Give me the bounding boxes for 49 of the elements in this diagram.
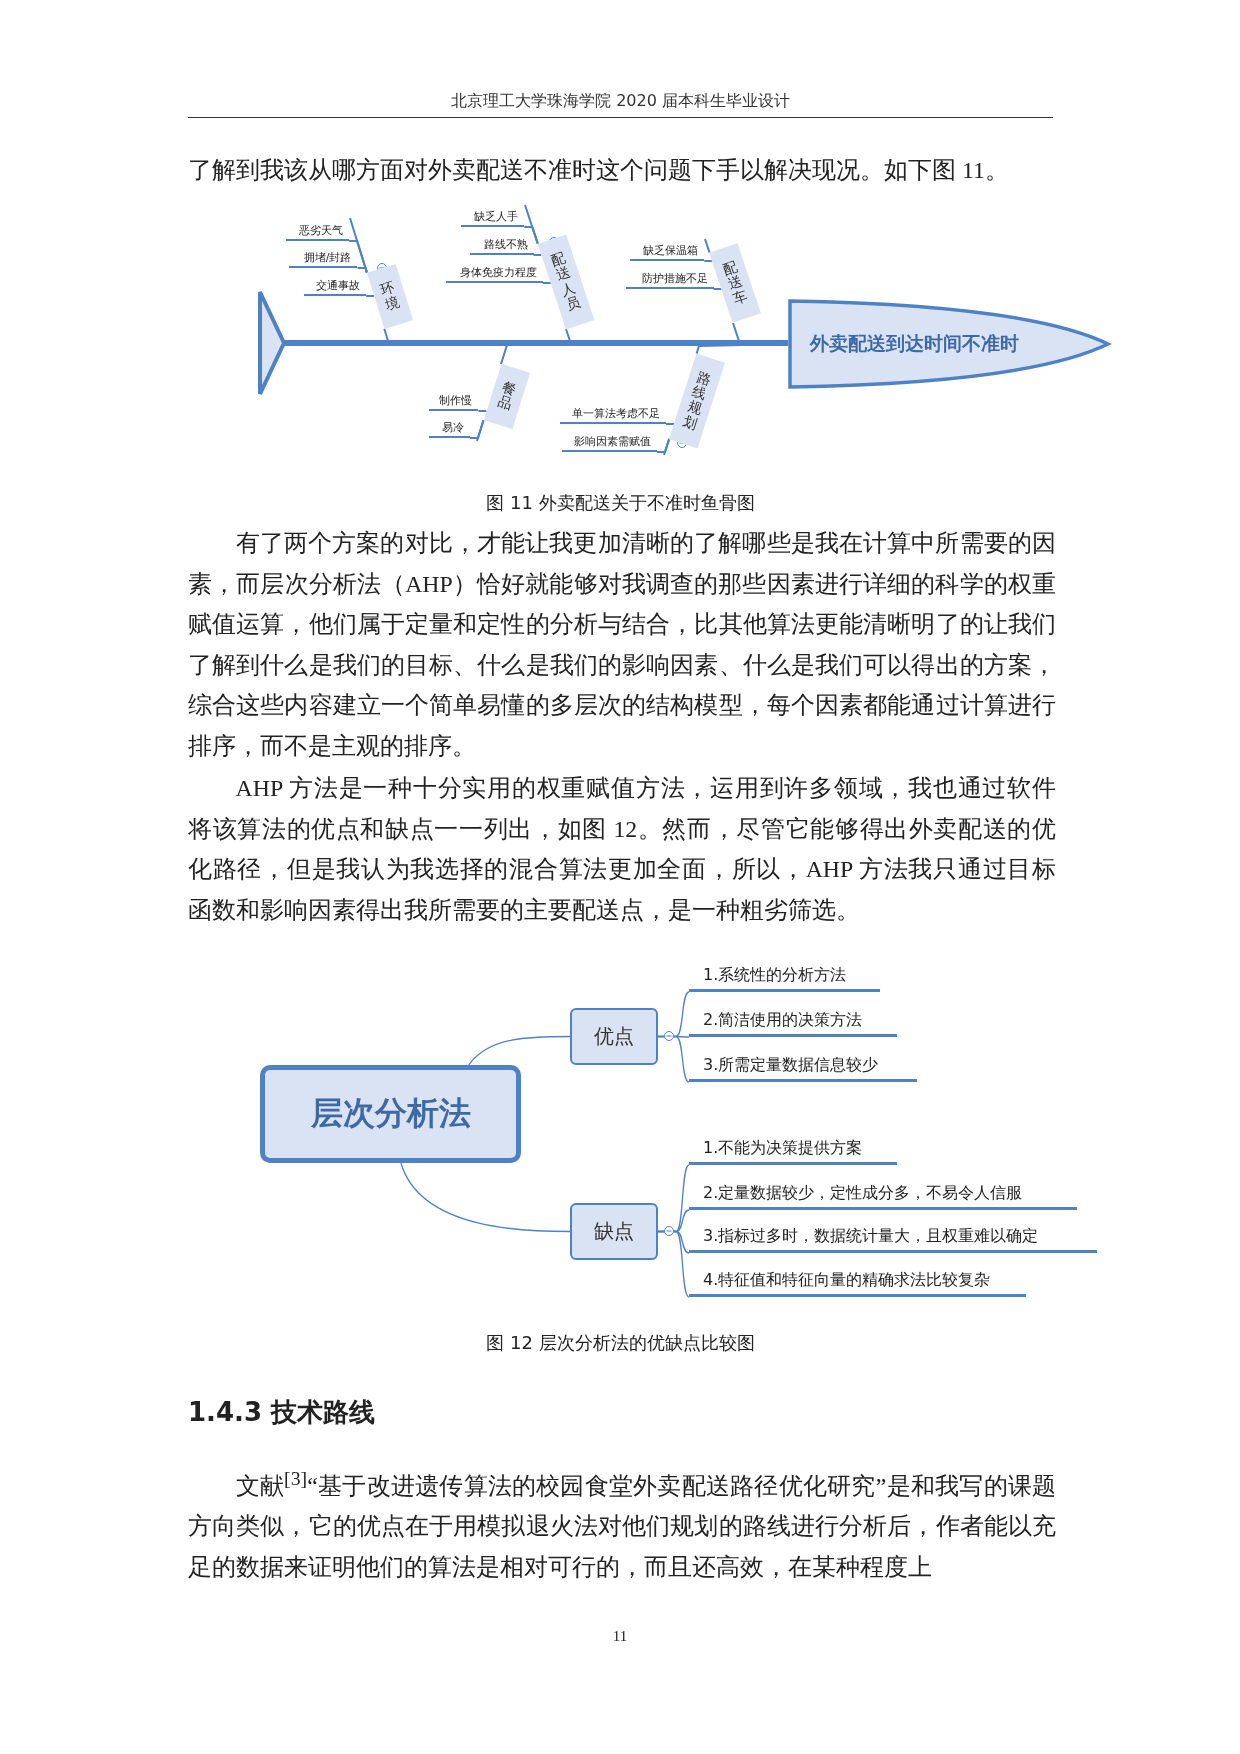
branch-topic: 缺点 xyxy=(570,1203,658,1260)
connector-line xyxy=(468,419,485,439)
connector-line xyxy=(657,1035,690,1083)
cause-label: 交通事故 xyxy=(304,278,367,296)
paragraph: AHP 方法是一种十分实用的权重赋值方法，运用到许多领域，我也通过软件将该算法的优点和缺点一一列出，如图 12。然而，尽管它能够得出外卖配送的优化路径，但是我认为我选择的混合算法更加全面，所以，AHP 方法我只通过目标函数和影响因素得出我所需要的主要配送点，是一种粗劣筛选。 xyxy=(188,774,1056,925)
connector-line xyxy=(523,226,539,245)
cause-label: 拥堵/封路 xyxy=(289,250,358,268)
figure-caption: 图 12 层次分析法的优缺点比较图 xyxy=(485,1331,756,1355)
section-heading: 1.4.3 技术路线 xyxy=(188,1396,376,1429)
connector-line xyxy=(400,1162,571,1233)
page-header: 北京理工大学珠海学院 2020 届本科生毕业设计 xyxy=(188,88,1053,118)
cause-label: 缺乏保温箱 xyxy=(630,243,705,261)
cause-label: 单一算法考虑不足 xyxy=(560,406,666,424)
subtopic-label: 3.指标过多时，数据统计量大，且权重难以确定 xyxy=(689,1223,1097,1253)
connector-line xyxy=(365,295,376,297)
cause-label: 易冷 xyxy=(429,420,470,438)
cause-label: 路线不熟 xyxy=(470,237,534,255)
subtopic-label: 4.特征值和特征向量的精确求法比较复杂 xyxy=(689,1267,1026,1297)
cause-label: 制作慢 xyxy=(429,393,479,411)
connector-line xyxy=(656,437,671,453)
connector-line xyxy=(477,410,488,412)
category-tag: 路线规划 xyxy=(669,353,726,449)
cause-label: 身体免疫力程度 xyxy=(446,265,543,283)
page-number: 11 xyxy=(611,1628,629,1645)
paragraph: 了解到我该从哪方面对外卖配送不准时这个问题下手以解决现况。如下图 11。 xyxy=(188,156,1010,185)
branch-topic: 优点 xyxy=(570,1008,658,1065)
subtopic-label: 2.简洁使用的决策方法 xyxy=(689,1007,897,1037)
connector-line xyxy=(356,267,368,274)
paragraph: 文献$^{[3]}$“基于改进遗传算法的校园食堂外卖配送路径优化研究”是和我写的课题方向类似，它的优点在于用模拟退火法对他们规划的路线进行分析后，作者能以充足的数据来证明他们的算法是相对可行的，而且还高效，在某种程度上 xyxy=(188,1466,1056,1582)
subtopic-label: 1.系统性的分析方法 xyxy=(689,962,880,992)
connector-line xyxy=(657,1230,690,1298)
fish-head: 外卖配送到达时间不准时 xyxy=(788,299,1110,389)
category-tag: 配送车 xyxy=(709,243,762,323)
paragraph: 有了两个方案的对比，才能让我更加清晰的了解哪些是我在计算中所需要的因素，而层次分析法（AHP）恰好就能够对我调查的那些因素进行详细的科学的权重赋值运算，他们属于定量和定性的分析与结合，比其他算法更能清晰明了的让我们了解到什么是我们的目标、什么是我们的影响因素、什么是我们可以得出的方案，综合这些内容建立一个简单易懂的多层次的结构模型，每个因素都能通过计算进行排序，而不是主观的排序。 xyxy=(188,529,1056,761)
connector-line xyxy=(468,1035,571,1066)
subtopic-label: 2.定量数据较少，定性成分多，不易令人信服 xyxy=(689,1180,1077,1210)
figure-caption: 图 11 外卖配送关于不准时鱼骨图 xyxy=(485,491,756,515)
category-tag: 环境 xyxy=(366,263,413,329)
category-tag: 餐品 xyxy=(483,364,530,430)
cause-label: 防护措施不足 xyxy=(626,271,714,289)
cause-label: 影响因素需赋值 xyxy=(562,434,657,452)
root-topic: 层次分析法 xyxy=(260,1065,521,1163)
fish-tail xyxy=(258,290,286,396)
cause-label: 恶劣天气 xyxy=(286,223,350,241)
category-tag: 配送人员 xyxy=(537,234,595,329)
connector-line xyxy=(284,340,788,346)
cause-label: 缺乏人手 xyxy=(461,209,525,227)
subtopic-label: 1.不能为决策提供方案 xyxy=(689,1135,897,1165)
subtopic-label: 3.所需定量数据信息较少 xyxy=(689,1052,917,1082)
